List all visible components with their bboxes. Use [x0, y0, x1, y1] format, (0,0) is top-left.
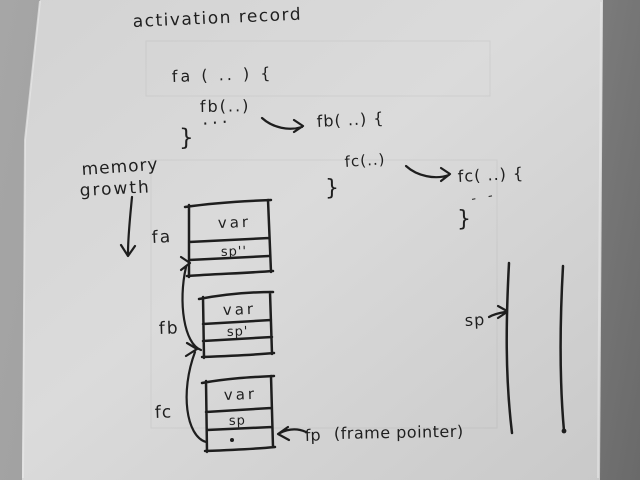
fc-close-brace: }: [457, 207, 471, 232]
fc-signature: fc( ..) {: [457, 164, 524, 186]
frame-label-fb: fb: [158, 318, 179, 339]
fa-var-cell: var: [218, 213, 252, 232]
stack-edge-line-left: [505, 261, 514, 435]
fc-call: fc(..): [344, 150, 386, 171]
body-ellipsis: ···: [202, 112, 233, 135]
fc-body-dots: - -: [470, 188, 498, 207]
fb-frame-box: [197, 290, 276, 360]
paper-edge-highlight-left: [22, 0, 41, 479]
faint-printthrough-box-top: [145, 40, 491, 97]
fc-saved-pointer-dot: [230, 438, 234, 442]
memory-growth-down-arrow: [119, 195, 137, 258]
fa-sp-cell: sp'': [221, 244, 248, 260]
frame-label-fc: fc: [154, 402, 172, 423]
frame-pointer-annotation: fp (frame pointer): [276, 422, 464, 445]
arrow-call-to-fc-def: [404, 164, 452, 183]
fb-call: fb(..): [200, 96, 251, 116]
faint-printthrough-box-main: [150, 159, 498, 429]
fb-var-cell: var: [223, 300, 257, 319]
fp-label: fp: [304, 425, 320, 445]
fb-signature: fb( ..) {: [316, 108, 385, 131]
frame-label-fa: fa: [151, 227, 172, 248]
fb-sp-cell: sp': [227, 324, 249, 340]
stack-pointer-annotation: sp: [464, 261, 567, 435]
memory-growth-line2: growth: [79, 177, 151, 201]
frame-pointer-note: (frame pointer): [334, 422, 464, 443]
code-sketch: fa ( .. ) { fb(..) ··· } fb( ..) { fc(..…: [171, 63, 524, 232]
fa-frame-box: [183, 198, 275, 279]
paper-sheet: [22, 0, 603, 480]
fa-signature: fa ( .. ) {: [171, 63, 273, 86]
fa-close-brace: }: [179, 125, 194, 151]
connector-fb-to-fa: [179, 255, 203, 352]
connector-fc-to-fb: [184, 341, 208, 444]
fc-sp-cell: sp: [229, 413, 247, 429]
fp-left-arrow: [276, 425, 308, 442]
fc-var-cell: var: [224, 385, 258, 404]
sp-right-arrow: [487, 304, 509, 320]
stack-edge-line-end-dot: [561, 428, 567, 434]
paper-edge-highlight-right: [597, 1, 602, 479]
stack-frames: fa var sp'' fb var sp' fc var sp: [151, 198, 277, 454]
fb-close-brace: }: [325, 176, 339, 201]
sp-pointer-label: sp: [464, 310, 485, 330]
stack-edge-line-right: [559, 264, 566, 433]
arrow-call-to-fb-def: [260, 116, 305, 134]
fc-frame-box: [200, 374, 277, 454]
